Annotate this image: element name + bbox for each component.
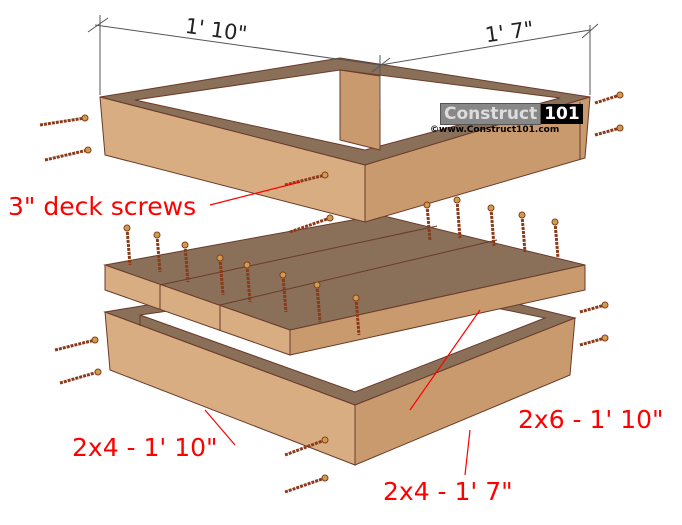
screw-head-icon [453,196,461,204]
screw-shaft [594,126,621,137]
screw-shaft [245,264,252,303]
screw-shaft [425,204,432,241]
middle-2x6-panel [103,214,586,356]
screw-head-icon [153,231,161,239]
top-frame [99,57,591,223]
screw-head-icon [518,211,526,219]
screw-shaft [289,216,331,234]
screw-shaft [553,221,560,259]
screw-head-icon [313,281,321,289]
screw-head-icon [123,224,131,232]
screw-head-icon [84,146,92,154]
screw-head-icon [551,218,559,226]
label-2x4-short: 2x4 - 1' 7" [383,477,513,506]
screw-head-icon [321,171,329,179]
screw-shaft [284,476,326,494]
screw-shaft [281,274,288,313]
screw-head-icon [487,204,495,212]
screw-shaft [183,244,190,283]
screw-shaft [218,257,225,296]
screw-head-icon [321,474,329,482]
screw-head-icon [601,301,609,309]
screw-shaft [155,234,162,273]
screw-shaft [54,338,96,352]
screw-shaft [489,207,496,247]
label-2x4-long: 2x4 - 1' 10" [72,433,218,462]
leader-lines [204,181,481,476]
screw-head-icon [91,336,99,344]
screw-head-icon [94,368,102,376]
screw-shaft [284,438,326,457]
screws [39,91,624,494]
label-2x6-panel: 2x6 - 1' 10" [518,405,664,434]
screw-head-icon [601,334,609,342]
screw-head-icon [423,201,431,209]
screw-head-icon [279,271,287,279]
screw-shaft [284,173,326,187]
screw-shaft [354,297,361,336]
screw-head-icon [616,124,624,132]
screw-shaft [520,214,527,253]
screw-shaft [594,93,621,105]
screw-shaft [579,303,606,314]
dimension-lines [87,15,599,110]
screw-shaft [579,336,606,347]
screw-head-icon [616,91,624,99]
screw-head-icon [326,214,334,222]
screw-shaft [125,227,132,266]
screw-shaft [455,199,462,239]
screw-head-icon [352,294,360,302]
screw-shaft [59,370,99,385]
screw-shaft [315,284,322,323]
label-deck-screws: 3" deck screws [8,192,197,221]
screw-shaft [44,148,89,162]
screw-head-icon [216,254,224,262]
screw-head-icon [181,241,189,249]
screw-head-icon [321,436,329,444]
screw-head-icon [243,261,251,269]
screw-shaft [39,116,86,127]
screw-head-icon [81,114,89,122]
